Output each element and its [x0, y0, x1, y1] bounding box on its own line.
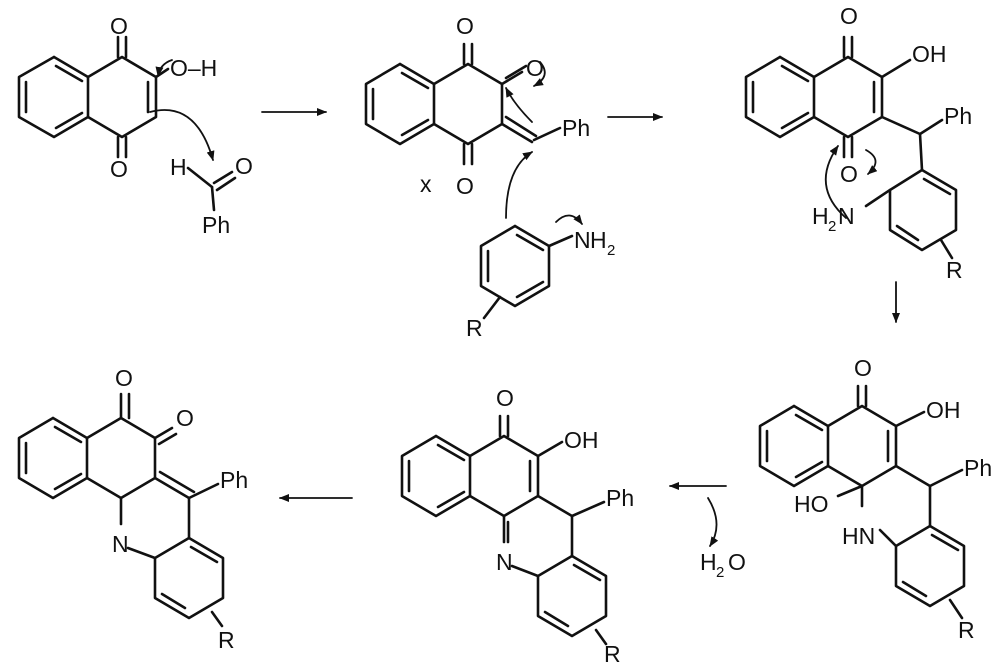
hydroxyl-label: OH [912, 41, 947, 67]
electron-arrow [155, 59, 173, 77]
hydroxyl-label: OH [564, 427, 599, 453]
lawsone-structure: O O O–H [17, 13, 217, 182]
atom-o: O [235, 153, 253, 179]
elimination-arrow [707, 497, 719, 547]
hydroxyl-label: O–H [170, 55, 217, 81]
atom-o: O [854, 355, 872, 381]
acridinedione-product: O O Ph N R [17, 365, 248, 653]
quinone-methide-intermediate: O O O Ph x [364, 13, 590, 199]
amine-label: HN [842, 523, 875, 549]
atom-h: H [170, 154, 187, 180]
electron-arrow [824, 145, 847, 219]
atom-o: O [526, 55, 544, 81]
phenyl-label: Ph [202, 212, 230, 238]
intermediate-label: x [420, 171, 432, 197]
r-substituent: R [946, 257, 963, 283]
electron-arrow [149, 109, 215, 161]
atom-h: H [590, 227, 607, 253]
cyclized-hemiaminal: O OH Ph HO HN R [758, 355, 992, 643]
subscript-two: 2 [607, 242, 615, 259]
phenyl-label: Ph [944, 103, 972, 129]
electron-arrow [533, 61, 546, 87]
r-substituent: R [466, 315, 483, 341]
water-o: O [728, 549, 746, 575]
subscript-two: 2 [828, 218, 836, 235]
subscript-two: 2 [716, 564, 724, 581]
dihydro-acridine: O OH Ph N R [400, 385, 634, 667]
atom-o: O [496, 385, 514, 411]
atom-n: N [838, 203, 855, 229]
phenyl-label: Ph [964, 455, 992, 481]
atom-o: O [110, 13, 128, 39]
r-substituent: R [218, 627, 235, 653]
aniline-structure: N H 2 R [466, 151, 615, 341]
phenyl-label: Ph [562, 115, 590, 141]
electron-arrow [505, 151, 533, 219]
atom-o: O [456, 13, 474, 39]
michael-adduct: O O OH Ph H 2 N R [744, 3, 972, 283]
hydroxyl-label: OH [926, 397, 961, 423]
atom-h: H [812, 203, 829, 229]
phenyl-label: Ph [606, 485, 634, 511]
phenyl-label: Ph [220, 467, 248, 493]
r-substituent: R [604, 641, 621, 667]
atom-o: O [110, 156, 128, 182]
water-h: H [700, 549, 717, 575]
hydroxyl-label: HO [794, 491, 829, 517]
r-substituent: R [958, 617, 975, 643]
atom-o: O [840, 161, 858, 187]
atom-n: N [574, 227, 591, 253]
atom-n: N [496, 549, 513, 575]
atom-o: O [176, 405, 194, 431]
benzaldehyde-structure: H O Ph [170, 153, 253, 238]
atom-o: O [456, 173, 474, 199]
atom-o: O [115, 365, 133, 391]
electron-arrow [505, 87, 533, 123]
electron-arrow [555, 214, 583, 225]
electron-arrow [865, 149, 878, 175]
atom-n: N [112, 531, 129, 557]
atom-o: O [840, 3, 858, 29]
